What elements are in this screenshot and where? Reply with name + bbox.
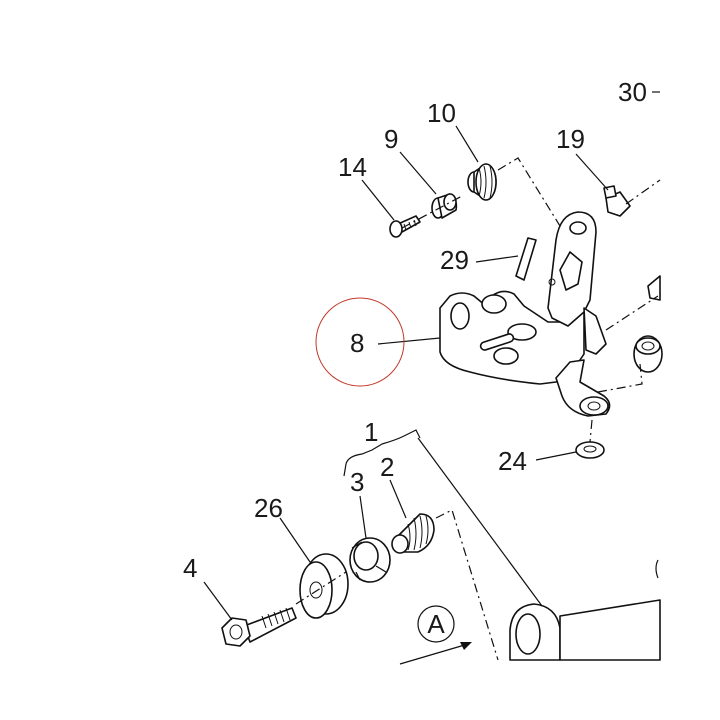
- callout-24[interactable]: 24: [498, 446, 527, 476]
- grommet-part-2[interactable]: [391, 513, 435, 554]
- washer-part-24[interactable]: [575, 441, 605, 459]
- leader-9: [399, 151, 437, 195]
- leader-4: [203, 581, 233, 621]
- lever-arm: [509, 559, 661, 661]
- leader-8: [377, 337, 441, 345]
- washer-part-26[interactable]: [299, 553, 349, 619]
- leader-10: [455, 125, 479, 163]
- leader-19: [575, 153, 609, 191]
- callout-26[interactable]: 26: [254, 493, 283, 523]
- assembly-line-upper-1: [401, 195, 463, 229]
- leader-24: [535, 451, 577, 461]
- bushing-part-3[interactable]: [349, 537, 391, 583]
- collar-part-9[interactable]: [431, 193, 458, 219]
- callout-4[interactable]: 4: [183, 553, 197, 583]
- callout-29[interactable]: 29: [440, 245, 469, 275]
- group-bracket-1: [343, 429, 421, 477]
- callout-8[interactable]: 8: [350, 328, 364, 358]
- pin-part-29[interactable]: [515, 237, 537, 281]
- highlight-ring: [315, 297, 405, 387]
- bolt-part-4[interactable]: [221, 607, 297, 647]
- grommet-right: [633, 335, 663, 373]
- callout-2[interactable]: 2: [380, 452, 394, 482]
- view-a-label: A: [427, 609, 445, 639]
- leader-1: [417, 437, 543, 607]
- view-a-arrow: [399, 642, 472, 665]
- callout-9[interactable]: 9: [384, 124, 398, 154]
- leader-14: [361, 179, 395, 221]
- assembly-line-upper-5: [597, 363, 643, 393]
- grommet-part-10[interactable]: [467, 163, 497, 201]
- callout-1[interactable]: 1: [364, 417, 378, 447]
- view-a-marker[interactable]: A: [417, 605, 455, 643]
- assembly-line-upper-2: [497, 157, 561, 227]
- assembly-line-upper-3: [625, 179, 661, 205]
- callout-30[interactable]: 30: [618, 77, 647, 107]
- clip-nut-part-19[interactable]: [603, 185, 631, 217]
- assembly-line-lower-2: [435, 509, 499, 661]
- leader-2: [389, 479, 407, 519]
- leader-3: [359, 495, 367, 539]
- assembly-line-upper-4: [605, 295, 659, 331]
- assembly-line-upper-6: [589, 419, 593, 443]
- callout-14[interactable]: 14: [338, 152, 367, 182]
- callout-10[interactable]: 10: [427, 98, 456, 128]
- bracket-part-8[interactable]: [439, 211, 611, 417]
- leader-26: [279, 517, 311, 563]
- screw-part-14[interactable]: [389, 215, 421, 238]
- callout-3[interactable]: 3: [350, 467, 364, 497]
- leader-29: [475, 255, 519, 263]
- clip-right-partial: [647, 275, 661, 301]
- callout-19[interactable]: 19: [556, 124, 585, 154]
